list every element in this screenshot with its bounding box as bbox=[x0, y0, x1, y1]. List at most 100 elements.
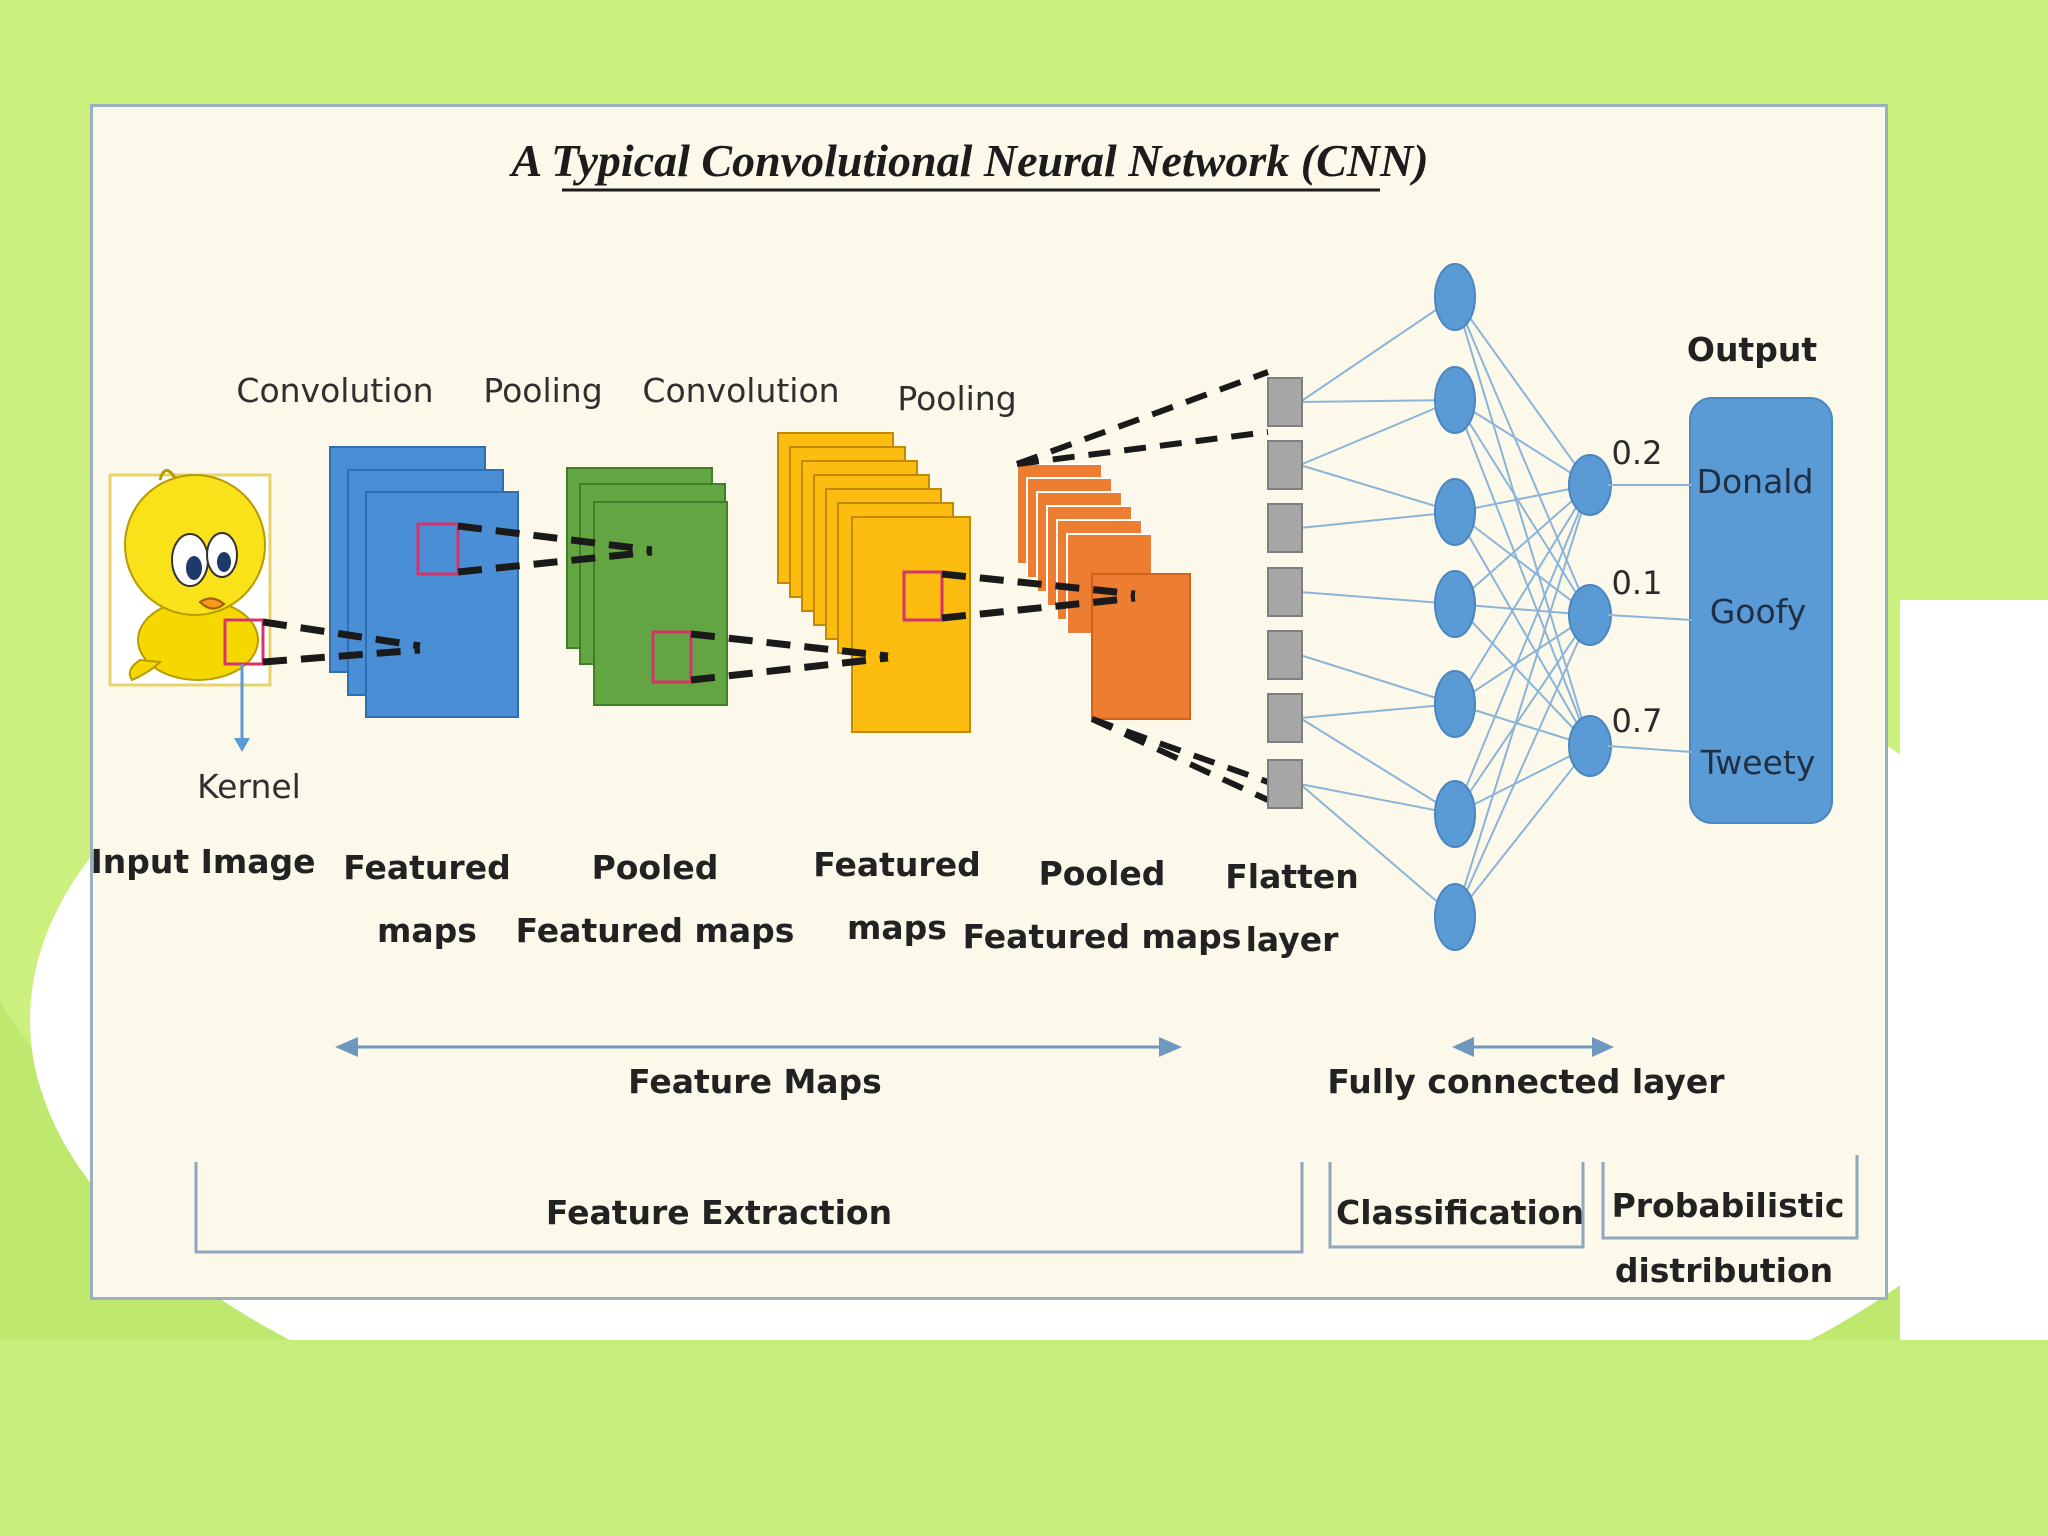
hidden-output-link bbox=[1454, 484, 1591, 815]
flatten-hidden-link bbox=[1299, 296, 1456, 403]
flatten-hidden-link bbox=[1299, 703, 1456, 719]
flatten-hidden-link bbox=[1299, 717, 1456, 815]
hidden-node bbox=[1434, 263, 1476, 331]
label-pooled-1-line2: Featured maps bbox=[516, 911, 795, 950]
flatten-cell bbox=[1267, 567, 1303, 617]
label-featured-maps-2-line1: Featured bbox=[813, 845, 980, 884]
output-class-tweety: Tweety bbox=[1700, 743, 1816, 782]
network-connections bbox=[1299, 296, 1591, 918]
kernel-arrow-head bbox=[234, 738, 250, 752]
flatten-hidden-link bbox=[1299, 399, 1456, 403]
input-kernel bbox=[223, 618, 265, 666]
hidden-output-link bbox=[1454, 745, 1591, 815]
hidden-output-link bbox=[1454, 296, 1591, 747]
output-link-2 bbox=[1607, 614, 1693, 621]
flatten-cell bbox=[1267, 503, 1303, 553]
label-featured-maps-1-line2: maps bbox=[377, 911, 477, 950]
output-node bbox=[1568, 454, 1612, 516]
label-probabilistic-line1: Probabilistic bbox=[1612, 1186, 1845, 1225]
label-convolution-2: Convolution bbox=[642, 371, 839, 410]
diagram-title: A Typical Convolutional Neural Network (… bbox=[508, 135, 1428, 186]
probabilistic-bracket bbox=[1601, 1155, 1859, 1240]
label-input-image: Input Image bbox=[90, 842, 315, 881]
label-featured-maps-1-line1: Featured bbox=[343, 848, 510, 887]
label-convolution-1: Convolution bbox=[236, 371, 433, 410]
flatten-cell bbox=[1267, 693, 1303, 743]
fully-connected-arrow bbox=[1452, 1037, 1614, 1057]
label-flatten-line1: Flatten bbox=[1225, 857, 1359, 896]
probability-1: 0.2 bbox=[1612, 434, 1663, 472]
label-pooled-2-line1: Pooled bbox=[1039, 854, 1166, 893]
hidden-output-link bbox=[1454, 745, 1591, 918]
kernel-box-1 bbox=[416, 522, 460, 576]
flatten-hidden-link bbox=[1299, 783, 1456, 918]
hidden-output-link bbox=[1454, 614, 1591, 918]
label-pooled-2-line2: Featured maps bbox=[963, 917, 1242, 956]
hidden-layer bbox=[1434, 263, 1476, 951]
output-class-donald: Donald bbox=[1697, 462, 1814, 501]
hidden-output-link bbox=[1454, 399, 1591, 616]
hidden-output-link bbox=[1454, 603, 1591, 747]
hidden-output-link bbox=[1454, 511, 1591, 747]
output-layer bbox=[1568, 454, 1612, 777]
label-fully-connected: Fully connected layer bbox=[1327, 1062, 1725, 1101]
tweety-bird-icon bbox=[124, 469, 266, 682]
flatten-cell bbox=[1267, 759, 1303, 809]
flatten-hidden-link bbox=[1299, 654, 1456, 705]
hidden-output-link bbox=[1454, 399, 1591, 747]
hidden-output-link bbox=[1454, 484, 1591, 605]
input-image bbox=[108, 469, 272, 687]
hidden-output-link bbox=[1454, 399, 1591, 486]
flatten-hidden-link bbox=[1299, 783, 1456, 815]
label-feature-maps: Feature Maps bbox=[628, 1062, 882, 1101]
pooled-maps-1 bbox=[566, 467, 728, 706]
hidden-node bbox=[1434, 780, 1476, 848]
hidden-node bbox=[1434, 570, 1476, 638]
output-node bbox=[1568, 584, 1612, 646]
hidden-output-link bbox=[1454, 484, 1591, 513]
label-pooling-2: Pooling bbox=[897, 379, 1016, 418]
probability-3: 0.7 bbox=[1612, 702, 1663, 740]
output-box bbox=[1689, 397, 1833, 824]
hidden-output-link bbox=[1454, 614, 1591, 815]
flatten-cell bbox=[1267, 377, 1303, 427]
label-feature-extraction: Feature Extraction bbox=[546, 1193, 892, 1232]
flatten-layer bbox=[1267, 377, 1303, 809]
feature-extraction-bracket bbox=[194, 1162, 1304, 1254]
flatten-hidden-link bbox=[1299, 399, 1456, 466]
label-flatten-line2: layer bbox=[1246, 920, 1339, 959]
hidden-node bbox=[1434, 883, 1476, 951]
hidden-output-link bbox=[1454, 484, 1591, 705]
kernel-projection-lines bbox=[262, 522, 1136, 684]
hidden-output-link bbox=[1454, 296, 1591, 616]
feature-maps-arrow bbox=[335, 1037, 1182, 1057]
hidden-node bbox=[1434, 670, 1476, 738]
flatten-projection-lines bbox=[1015, 369, 1270, 803]
hidden-output-link bbox=[1454, 703, 1591, 747]
output-title: Output bbox=[1687, 330, 1817, 369]
flatten-hidden-link bbox=[1299, 591, 1456, 605]
flatten-cell bbox=[1267, 630, 1303, 680]
hidden-output-link bbox=[1454, 614, 1591, 705]
label-pooled-1-line1: Pooled bbox=[592, 848, 719, 887]
label-classification: Classification bbox=[1336, 1193, 1584, 1232]
hidden-output-link bbox=[1454, 484, 1591, 918]
probability-2: 0.1 bbox=[1612, 564, 1663, 602]
label-featured-maps-2-line2: maps bbox=[847, 908, 947, 947]
classification-bracket bbox=[1328, 1162, 1585, 1249]
kernel-box-3 bbox=[902, 570, 944, 622]
featured-maps-1 bbox=[329, 446, 519, 718]
label-pooling-1: Pooling bbox=[483, 371, 602, 410]
output-link-3 bbox=[1607, 745, 1693, 753]
flatten-cell bbox=[1267, 440, 1303, 490]
hidden-output-link bbox=[1454, 296, 1591, 486]
kernel-box-2 bbox=[651, 630, 693, 684]
hidden-node bbox=[1434, 366, 1476, 434]
featured-maps-2 bbox=[777, 432, 971, 733]
hidden-output-link bbox=[1454, 511, 1591, 616]
output-node bbox=[1568, 715, 1612, 777]
label-kernel: Kernel bbox=[197, 767, 301, 806]
output-class-goofy: Goofy bbox=[1710, 592, 1807, 631]
flatten-hidden-link bbox=[1299, 511, 1456, 529]
